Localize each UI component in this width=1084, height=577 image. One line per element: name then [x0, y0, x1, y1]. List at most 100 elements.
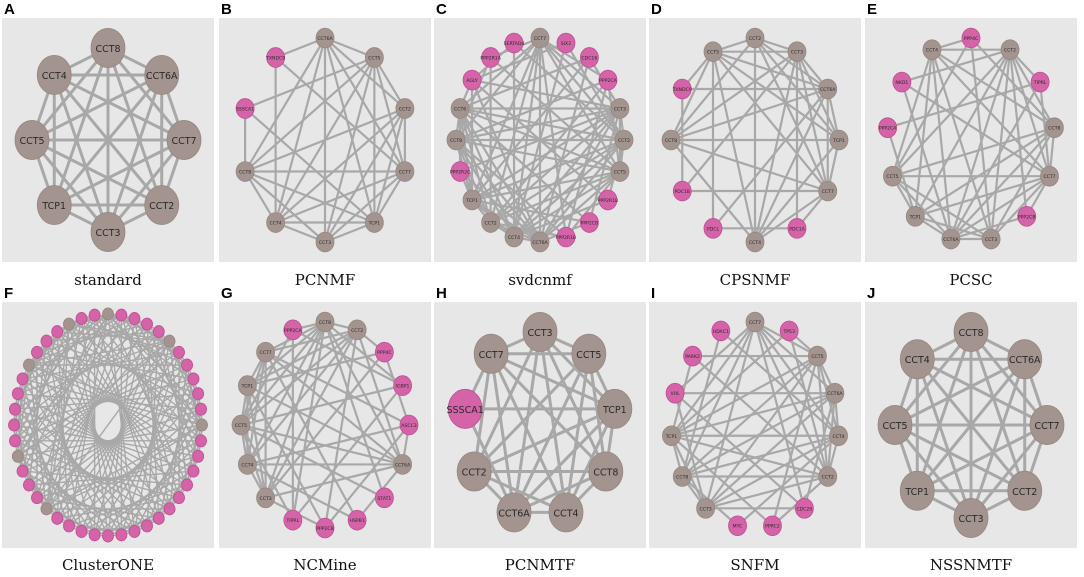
node-circle — [283, 319, 303, 341]
node-circle — [696, 498, 716, 519]
node-circle — [579, 212, 599, 233]
network-node: TCP1 — [36, 185, 72, 226]
node-label: HSPB1 — [350, 518, 365, 524]
network-edge — [264, 463, 404, 499]
node-label: CCT3 — [319, 240, 331, 246]
node-circle — [556, 32, 576, 54]
node-circle — [393, 454, 413, 475]
node-label: CCT3 — [791, 50, 803, 56]
node-circle — [1007, 339, 1043, 380]
network-node: CCT8 — [661, 129, 681, 151]
node-circle — [597, 388, 633, 429]
node-label: CCT4 — [553, 508, 578, 519]
node-label: CCT4 — [270, 221, 282, 227]
node-circle — [187, 464, 200, 478]
node-circle — [256, 487, 276, 509]
network-edge — [753, 87, 829, 244]
panel-caption: ClusterONE — [61, 556, 155, 574]
network-edge — [915, 357, 973, 520]
node-circle — [266, 47, 286, 68]
node-label: TCP1 — [602, 405, 627, 416]
network-edge — [753, 320, 829, 478]
node-circle — [614, 129, 634, 151]
node-circle — [88, 308, 101, 322]
network-edge — [459, 107, 516, 239]
network-edge — [93, 455, 199, 536]
node-circle — [905, 206, 925, 227]
network-node: HSPB1 — [347, 509, 367, 531]
node-label: PDC1A — [789, 226, 805, 232]
network-edge — [606, 78, 621, 173]
network-node: SSSCA1 — [447, 388, 484, 429]
network-edge — [719, 329, 840, 437]
network-edge — [489, 352, 516, 514]
node-label: CCT3 — [527, 328, 552, 339]
node-label: CCT6A — [820, 87, 836, 93]
node-label: CCT4 — [241, 462, 253, 468]
network-edge — [264, 351, 411, 427]
network-edge — [489, 170, 621, 224]
node-label: PPRC2 — [765, 524, 780, 530]
network-node: ASCC3 — [399, 414, 419, 436]
network-edge — [323, 36, 406, 173]
node-circle — [1040, 165, 1059, 187]
node-circle — [364, 212, 384, 233]
node-label: CCT4 — [832, 434, 844, 440]
node-label: CCT7 — [822, 189, 834, 195]
node-circle — [152, 511, 165, 525]
network-edge — [14, 440, 109, 537]
node-label: AGLY — [466, 78, 478, 84]
network-edge — [28, 364, 48, 510]
network-node — [40, 502, 53, 516]
network-edge — [891, 175, 952, 241]
network-node — [128, 525, 141, 538]
node-circle — [11, 449, 24, 463]
node-circle — [192, 449, 205, 463]
network-node — [195, 402, 207, 416]
node-circle — [878, 117, 898, 139]
panel-caption: PCSC — [949, 271, 993, 289]
node-label: PPP2CB — [1018, 214, 1036, 220]
network-node: CCT4 — [745, 231, 765, 253]
network-node: TCP1 — [829, 129, 849, 151]
node-label: CCT6A — [827, 391, 843, 397]
network-node: CCT6A — [1007, 339, 1043, 380]
network-node: CCT2 — [614, 129, 634, 151]
node-circle — [579, 47, 599, 68]
node-label: CCT3 — [260, 496, 272, 502]
network-node: CCT4 — [922, 39, 942, 60]
network-edge — [564, 170, 621, 239]
network-edge — [900, 80, 952, 241]
network-edge — [489, 221, 568, 239]
node-label: CCT6 — [454, 106, 466, 112]
network-edge — [107, 440, 202, 537]
network-node — [51, 325, 64, 339]
network-node: TCP1 — [237, 375, 257, 396]
network-edge — [915, 357, 1049, 427]
network-edge — [80, 470, 195, 533]
network-edge — [711, 87, 829, 230]
network-node: CCT3 — [315, 231, 335, 253]
network-edge — [13, 314, 96, 426]
node-circle — [115, 528, 128, 542]
panel-caption: svdcnmf — [508, 271, 572, 289]
network-node: TXNDC9 — [672, 78, 692, 100]
network-node: SIX2 — [556, 32, 576, 54]
node-label: CCT2 — [485, 221, 497, 227]
node-circle — [829, 425, 848, 447]
node-circle — [364, 47, 384, 68]
network-edge — [674, 392, 806, 510]
node-circle — [141, 317, 153, 331]
network-node: PPP2R1B — [598, 189, 618, 211]
node-label: CCT2 — [1004, 48, 1016, 54]
network-edge — [538, 330, 568, 514]
network-node: CCT8 — [235, 161, 255, 182]
node-circle — [877, 405, 913, 445]
node-label: CCT2 — [462, 468, 487, 479]
node-label: CCT7 — [534, 36, 546, 42]
node-circle — [163, 334, 176, 348]
